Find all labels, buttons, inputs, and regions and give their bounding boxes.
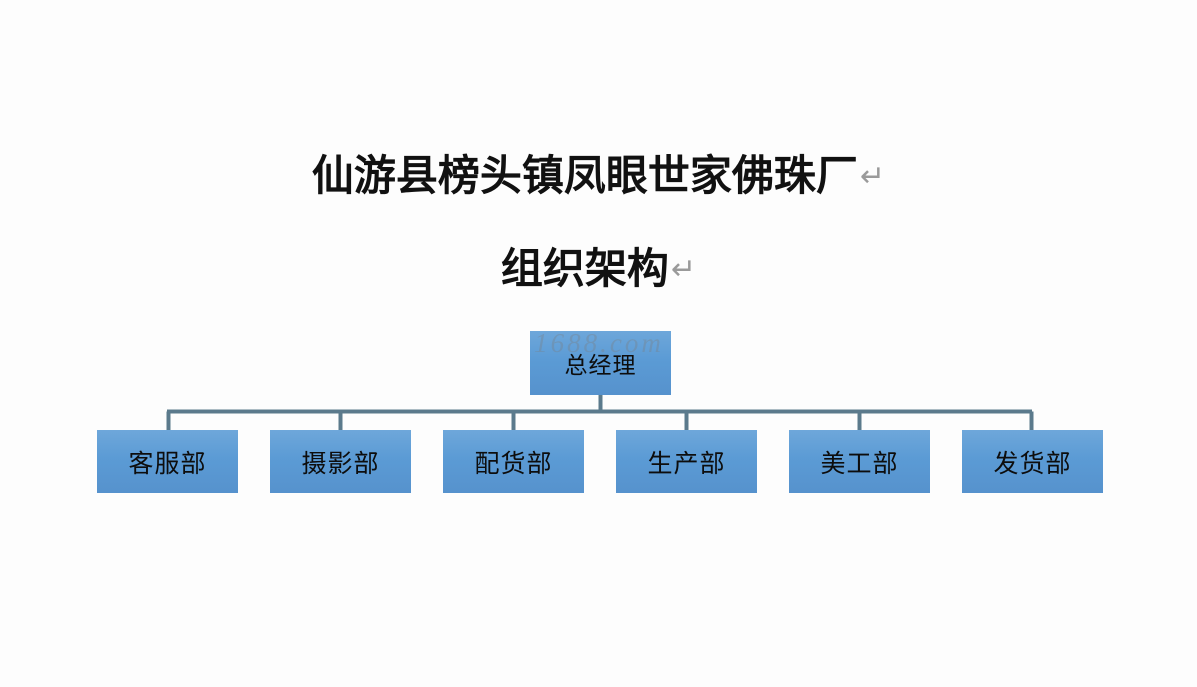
org-node-department-5-label: 美工部 xyxy=(820,450,899,478)
org-node-department-3-label: 配货部 xyxy=(474,450,553,478)
org-node-department-3[interactable]: 配货部 xyxy=(443,430,584,493)
page-title-line-1: 仙游县榜头镇凤眼世家佛珠厂↵ xyxy=(0,155,1197,197)
page-title-line-2-text: 组织架构 xyxy=(500,244,669,293)
paragraph-return-icon-1: ↵ xyxy=(859,159,886,194)
org-node-department-6[interactable]: 发货部 xyxy=(962,430,1103,493)
org-node-department-1-label: 客服部 xyxy=(128,450,207,478)
page-title-line-1-text: 仙游县榜头镇凤眼世家佛珠厂 xyxy=(311,151,858,200)
org-node-root[interactable]: 总经理 xyxy=(530,331,671,395)
org-node-department-2[interactable]: 摄影部 xyxy=(270,430,411,493)
org-node-department-4-label: 生产部 xyxy=(647,450,726,478)
org-node-root-label: 总经理 xyxy=(564,353,637,378)
org-node-department-4[interactable]: 生产部 xyxy=(616,430,757,493)
org-node-department-2-label: 摄影部 xyxy=(301,450,380,478)
org-node-department-6-label: 发货部 xyxy=(993,450,1072,478)
org-node-department-5[interactable]: 美工部 xyxy=(789,430,930,493)
page-title-line-2: 组织架构↵ xyxy=(0,248,1197,290)
org-node-department-1[interactable]: 客服部 xyxy=(97,430,238,493)
paragraph-return-icon-2: ↵ xyxy=(670,252,697,287)
